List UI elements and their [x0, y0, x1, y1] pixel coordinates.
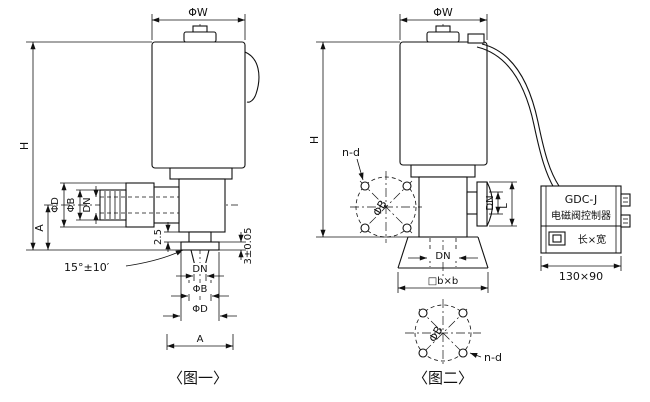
- controller-size-value: 130×90: [559, 270, 603, 283]
- coil-cap: [183, 31, 217, 43]
- label-n-d-top: n-d: [342, 146, 360, 159]
- controller-model-label: GDC-J: [565, 193, 598, 206]
- flange-neck: [466, 191, 478, 215]
- dim-phi-b-side-label: ΦB: [66, 197, 77, 212]
- bolt-hole: [402, 223, 412, 233]
- dim-3-tol-label: 3±0.05: [243, 227, 254, 264]
- coil-cap-knob: [192, 25, 208, 33]
- port-thread-end: [99, 189, 127, 221]
- stem-flare: [180, 241, 220, 251]
- dim-phi-b-bottom-label: ΦB: [193, 284, 208, 295]
- dim-dn-bottom-label: DN: [192, 264, 207, 275]
- dim-2-5-label: 2.5: [153, 229, 164, 245]
- dim-a-bottom-label: A: [197, 334, 204, 345]
- base-trapezoid: [397, 236, 489, 269]
- stem-upper: [188, 231, 212, 243]
- dim-h-label: H: [308, 136, 321, 144]
- controller-icon-inner: [552, 234, 562, 243]
- dim-dn-base-label: DN: [435, 251, 450, 262]
- dim-phi-d-bottom-label: ΦD: [192, 304, 208, 315]
- cable-wire: [476, 46, 555, 189]
- port-flange: [153, 186, 180, 224]
- figure2-dimensions: ΦW H DN L DN □b×b: [308, 6, 517, 293]
- flange-plate: [476, 181, 488, 227]
- bolt-hole: [458, 308, 468, 318]
- dim-angle-label: 15°±10′: [64, 261, 110, 274]
- cable-wire: [481, 43, 560, 187]
- figure2-valve: [397, 24, 560, 276]
- controller-icon: [548, 231, 566, 246]
- coil-body: [399, 41, 488, 166]
- coil-body: [151, 41, 246, 169]
- dim-l-label: L: [499, 203, 510, 209]
- valve-body: [418, 176, 468, 238]
- port-nut: [125, 182, 155, 228]
- label-n-d-bottom: n-d: [484, 351, 502, 364]
- bolt-hole: [360, 181, 370, 191]
- dim-a-side-label: A: [33, 224, 46, 232]
- figure1-dimensions: ΦW H A ΦD ΦB DN 2.5 3±0.05: [18, 6, 254, 350]
- figure1-caption: 〈图一〉: [168, 369, 228, 387]
- bolt-hole: [418, 348, 428, 358]
- dim-phi-w-label: ΦW: [188, 6, 208, 19]
- controller-box: GDC-J 电磁阀控制器 长×宽 130×90: [540, 185, 631, 283]
- dim-phi-d-side-label: ΦD: [50, 197, 61, 213]
- controller-size-label: 长×宽: [578, 233, 606, 246]
- bolt-hole: [360, 223, 370, 233]
- terminal: [620, 214, 631, 228]
- mounting-plate: [410, 164, 476, 178]
- dim-dn-side-label: DN: [82, 197, 93, 212]
- terminal: [620, 193, 631, 207]
- bolt-circle: [414, 304, 472, 362]
- coil-cap-knob: [435, 25, 451, 33]
- dim-phi-b-circle-label: ΦB: [370, 198, 389, 219]
- thread-lines: [104, 191, 121, 219]
- figure1-valve: [44, 24, 260, 300]
- bolt-hole: [458, 348, 468, 358]
- bolt-hole: [402, 181, 412, 191]
- bolt-circle-bottom: ΦB n-d: [405, 299, 502, 367]
- valve-body: [178, 178, 226, 233]
- figure2-caption: 〈图二〉: [413, 369, 473, 387]
- controller-name-label: 电磁阀控制器: [551, 209, 611, 222]
- dim-phi-w-label: ΦW: [433, 6, 453, 19]
- lead-wire: [244, 51, 260, 103]
- dim-dn-flange-label: DN: [485, 195, 496, 210]
- flange-face: [486, 181, 494, 227]
- coil-cap: [426, 31, 460, 43]
- mounting-plate: [169, 167, 233, 180]
- cable-gland: [467, 33, 485, 44]
- bolt-circle: [355, 176, 417, 238]
- dim-bxb-label: □b×b: [428, 276, 459, 287]
- bolt-hole: [418, 308, 428, 318]
- dim-h-label: H: [18, 142, 31, 150]
